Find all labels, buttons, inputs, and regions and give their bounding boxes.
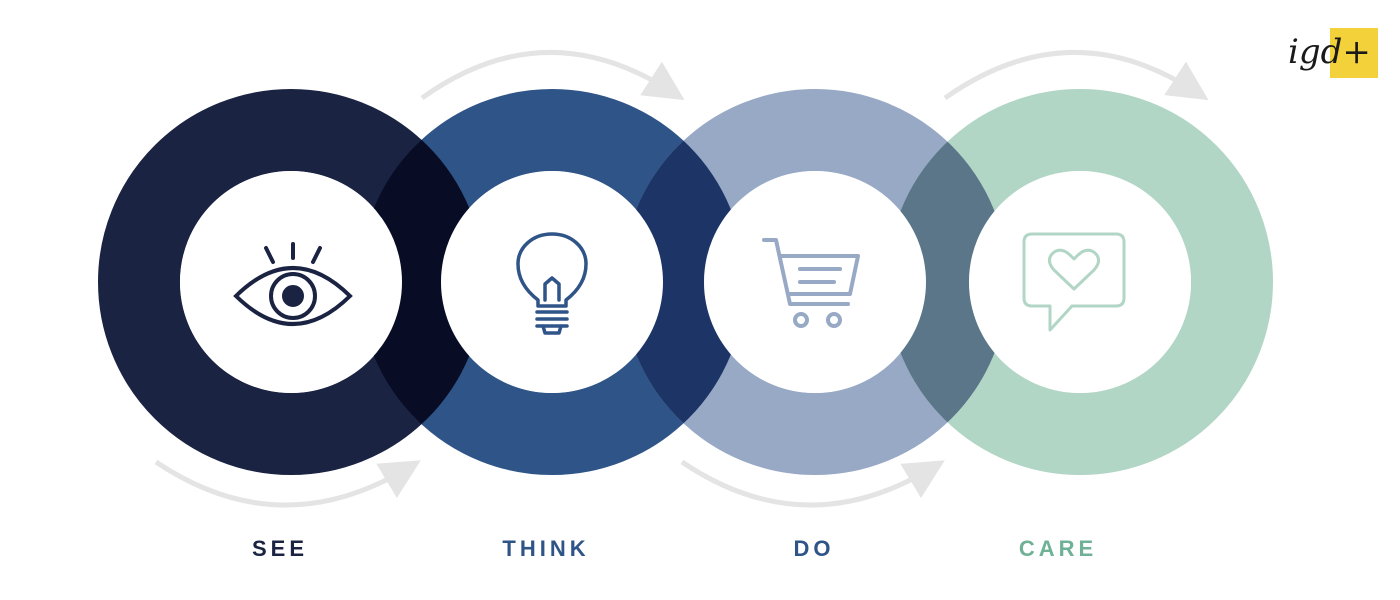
logo-highlight-box [1330,28,1378,78]
stage-label-see: SEE [251,536,309,561]
logo-text: igd+ [1288,32,1371,72]
heart-speech-bubble-icon [1022,232,1126,332]
flow-arrow-top-1 [420,49,685,101]
eye-icon [233,242,353,326]
stage-label-do: DO [793,536,835,561]
ring-hole-1 [180,171,402,393]
flow-arrow-top-2 [943,49,1209,101]
stage-label-think: THINK [502,536,590,561]
flow-arrow-bottom-1 [154,459,421,508]
brand-logo: igd+ [1288,28,1380,78]
shopping-cart-icon [762,238,860,328]
lightbulb-icon [516,232,588,335]
flow-arrow-bottom-2 [680,459,945,508]
stage-label-care: CARE [1018,536,1098,561]
ring-overlap-3 [887,89,1008,475]
ring-hole-2 [441,171,663,393]
